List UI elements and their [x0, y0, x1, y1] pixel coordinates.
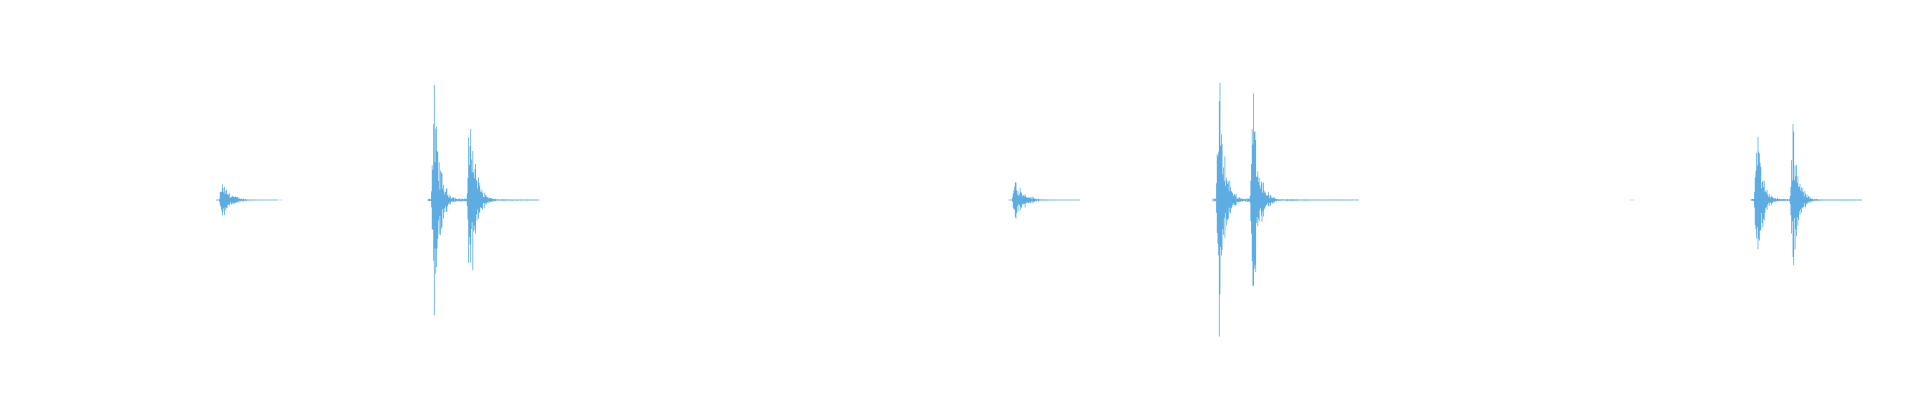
waveform-burst-5-path [1750, 124, 1862, 266]
waveform-burst-5 [1750, 124, 1862, 266]
waveform-burst-4-path [1212, 82, 1359, 337]
waveform-burst-1 [215, 184, 278, 216]
waveform-burst-2 [427, 84, 539, 316]
waveform-burst-3 [1008, 182, 1081, 219]
waveform-burst-3-path [1008, 182, 1081, 219]
waveform-burst-4 [1212, 82, 1359, 337]
